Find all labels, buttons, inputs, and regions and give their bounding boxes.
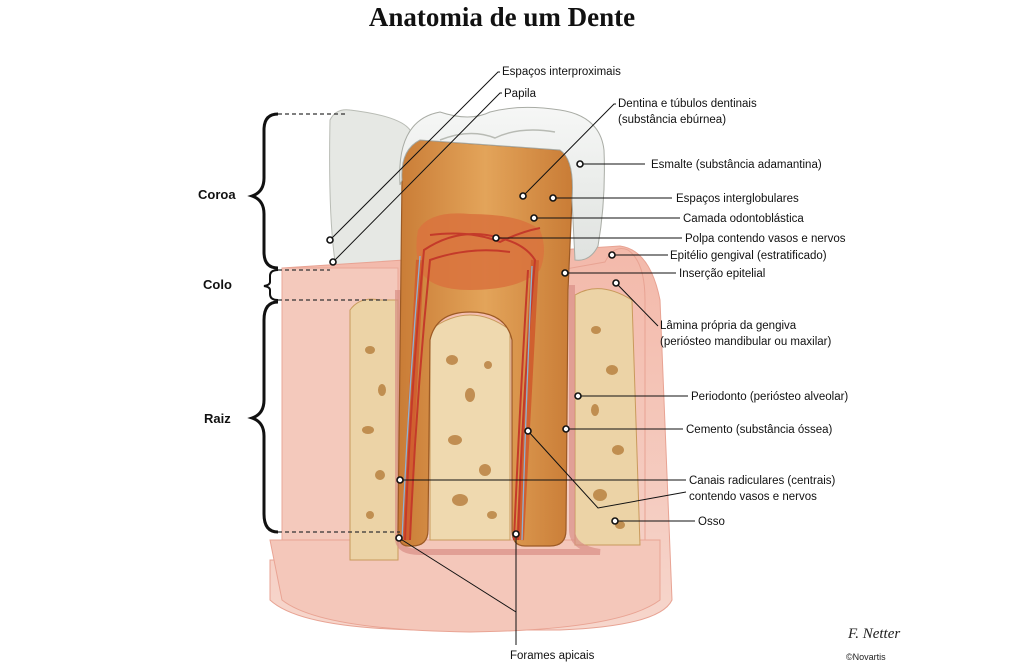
- leader-dots: [326, 160, 620, 542]
- enamel-occlusal-groove: [439, 129, 556, 141]
- label-root-canals-line2: contendo vasos e nervos: [689, 491, 817, 503]
- label-lamina-propria-line2: (periósteo mandibular ou maxilar): [660, 336, 831, 348]
- label-gingival-epithelium: Epitélio gengival (estratificado): [670, 250, 827, 262]
- artist-signature: F. Netter ©Novartis: [846, 626, 900, 662]
- signature-copyright: ©Novartis: [846, 652, 886, 662]
- section-label-neck: Colo: [203, 277, 232, 292]
- section-label-root: Raiz: [204, 411, 231, 426]
- signature-artist: F. Netter: [847, 626, 900, 642]
- tooth-enamel: [399, 106, 605, 261]
- label-epithelial-insertion: Inserção epitelial: [679, 268, 765, 280]
- alveolar-bone-middle: [429, 314, 511, 541]
- section-label-crown: Coroa: [198, 187, 236, 202]
- root-canal-right: [516, 259, 539, 541]
- root-brace: [247, 300, 279, 534]
- alveolar-bone-left: [349, 298, 399, 561]
- bone-pores: [362, 326, 625, 529]
- crown-brace: [247, 112, 279, 270]
- neck-brace: [263, 269, 279, 301]
- pulp-chamber: [416, 213, 544, 290]
- gum-lower-band: [269, 539, 661, 633]
- label-lamina-propria-line1: Lâmina própria da gengiva: [660, 320, 797, 332]
- diagram-title: Anatomia de um Dente: [368, 2, 636, 32]
- leader-lines: [329, 71, 695, 645]
- periodontal-band: [395, 285, 601, 555]
- tooth-illustration: [269, 106, 673, 633]
- label-root-canals-line1: Canais radiculares (centrais): [689, 475, 836, 487]
- label-enamel: Esmalte (substância adamantina): [651, 159, 822, 171]
- label-interglobular-spaces: Espaços interglobulares: [676, 193, 799, 205]
- label-pulp: Polpa contendo vasos e nervos: [685, 233, 846, 245]
- section-dashes: [278, 113, 400, 533]
- neighbor-tooth-crown: [329, 109, 414, 271]
- label-papilla: Papila: [504, 88, 537, 100]
- label-interproximal-spaces: Espaços interproximais: [502, 66, 621, 78]
- label-odontoblastic-layer: Camada odontoblástica: [683, 213, 804, 225]
- label-cementum: Cemento (substância óssea): [686, 424, 833, 436]
- label-periodontium: Periodonto (periósteo alveolar): [691, 391, 848, 403]
- label-bone: Osso: [698, 516, 725, 528]
- alveolar-bone-right: [574, 288, 641, 546]
- label-dentin-line1: Dentina e túbulos dentinais: [618, 98, 757, 110]
- section-braces: [247, 112, 279, 534]
- label-dentin-line2: (substância ebúrnea): [618, 114, 726, 126]
- pulp-nerves: [401, 255, 533, 541]
- label-apical-foramina: Forames apicais: [510, 650, 595, 662]
